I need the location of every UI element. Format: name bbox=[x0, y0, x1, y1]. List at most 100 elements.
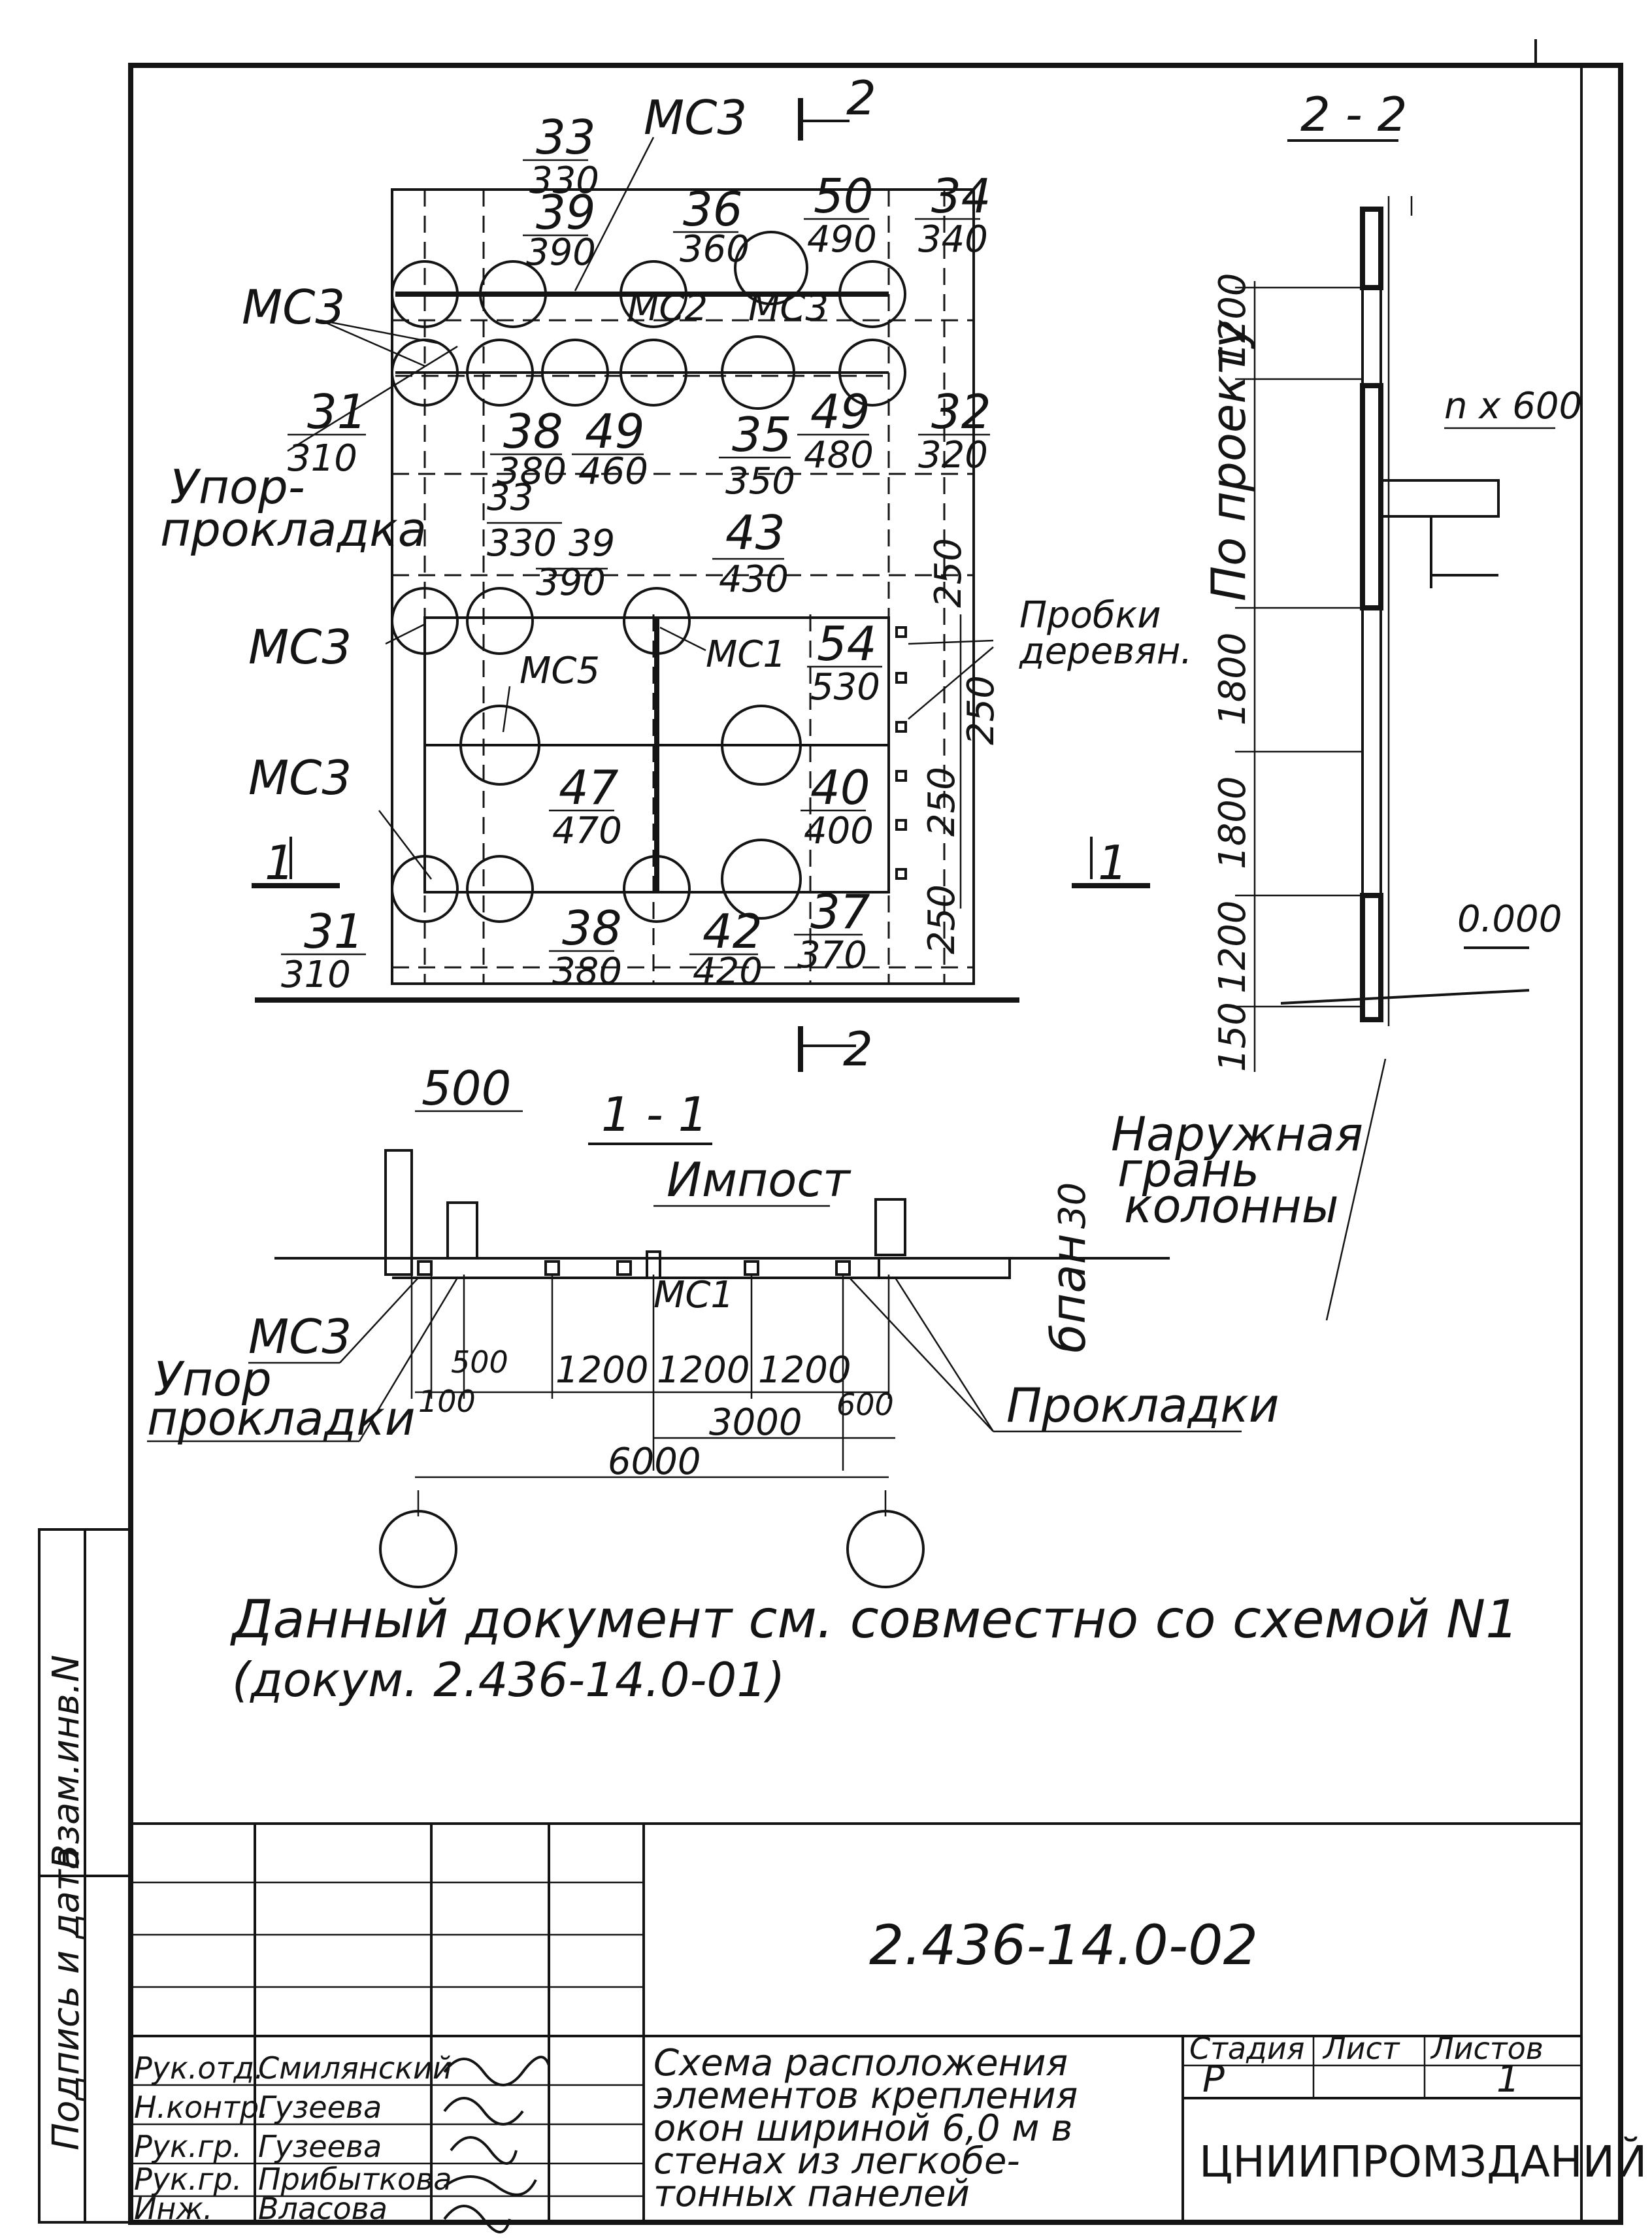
svg-text:38: 38 bbox=[562, 901, 622, 956]
title-line-2: элементов крепления bbox=[653, 2075, 1078, 2117]
outer-face-label: Наружная грань колонны bbox=[1111, 1107, 1363, 1233]
dim-1200-b: 1200 bbox=[657, 1349, 750, 1392]
stamp-replaced: Взам.инв.N bbox=[45, 1655, 88, 1869]
svg-text:330: 330 bbox=[487, 522, 557, 565]
dim-1200-c: 1200 bbox=[758, 1349, 851, 1392]
svg-text:49: 49 bbox=[585, 404, 645, 459]
svg-text:40: 40 bbox=[810, 760, 870, 815]
impost-label: Импост bbox=[667, 1152, 851, 1207]
title-line-4: стенах из легкобе- bbox=[653, 2140, 1020, 2182]
dim-1200-bottom: 1200 bbox=[1212, 900, 1254, 994]
stage-value: Р bbox=[1202, 2058, 1225, 2101]
mc5-label: МС5 bbox=[520, 650, 600, 692]
title-line-3: окон шириной 6,0 м в bbox=[653, 2107, 1072, 2150]
svg-text:430: 430 bbox=[719, 558, 789, 601]
prokladki-label: Прокладки bbox=[1006, 1378, 1280, 1433]
svg-text:420: 420 bbox=[693, 950, 763, 993]
dim-100: 100 bbox=[418, 1384, 476, 1419]
probki-label-1: Пробки bbox=[1019, 594, 1161, 637]
po-proektu-label: По проекту bbox=[1201, 319, 1256, 601]
mc1-section-label: МС1 bbox=[653, 1274, 734, 1316]
svg-text:400: 400 bbox=[804, 810, 874, 852]
svg-text:330: 330 bbox=[529, 159, 599, 202]
signatures bbox=[443, 2056, 550, 2233]
side-stamp: Подпись и дата Взам.инв.N bbox=[38, 1528, 132, 2224]
upor-label-2: прокладка bbox=[160, 502, 427, 557]
svg-text:47: 47 bbox=[559, 760, 619, 815]
title-line-1: Схема расположения bbox=[653, 2042, 1068, 2084]
svg-text:36: 36 bbox=[683, 182, 743, 237]
cut-1-left: 1 bbox=[265, 835, 295, 890]
section-1-1: 1 - 1 500 Импост bbox=[147, 1061, 1280, 1588]
svg-text:390: 390 bbox=[536, 561, 606, 604]
sheets-value: 1 bbox=[1496, 2058, 1520, 2101]
probki-label-2: деревян. bbox=[1019, 630, 1192, 673]
name-3: Гузеева bbox=[258, 2129, 382, 2164]
svg-text:50: 50 bbox=[814, 169, 874, 224]
section-1-1-title: 1 - 1 bbox=[601, 1087, 708, 1142]
svg-text:320: 320 bbox=[918, 434, 988, 476]
mc2-label: МС2 bbox=[627, 287, 708, 329]
mc3-low-label: МС3 bbox=[248, 750, 352, 805]
dim-1200-top: 1200 bbox=[1212, 273, 1254, 366]
mc3-section-label: МС3 bbox=[248, 1309, 352, 1364]
role-3: Рук.гр. bbox=[134, 2129, 242, 2164]
dim-6000: 6000 bbox=[608, 1441, 701, 1483]
svg-text:380: 380 bbox=[552, 950, 622, 993]
section-2-2-title: 2 - 2 bbox=[1300, 87, 1407, 142]
svg-text:32: 32 bbox=[931, 384, 991, 439]
svg-text:39: 39 bbox=[536, 185, 596, 240]
svg-text:31: 31 bbox=[307, 384, 367, 439]
org-name: ЦНИИПРОМЗДАНИЙ bbox=[1199, 2136, 1647, 2187]
title-line-5: тонных панелей bbox=[653, 2173, 970, 2215]
mc3-top-label: МС3 bbox=[644, 90, 747, 145]
dim-3000: 3000 bbox=[709, 1401, 802, 1444]
mc3-mid-label: МС3 bbox=[248, 620, 352, 675]
dim-1200-a: 1200 bbox=[555, 1349, 649, 1392]
svg-text:360: 360 bbox=[680, 228, 750, 271]
section-2-mark-top: 2 bbox=[846, 71, 876, 125]
svg-text:470: 470 bbox=[552, 810, 622, 852]
svg-text:39: 39 bbox=[569, 522, 615, 565]
svg-text:37: 37 bbox=[810, 884, 870, 939]
svg-text:49: 49 bbox=[810, 384, 870, 439]
cut-1-right: 1 bbox=[1098, 835, 1128, 890]
svg-text:460: 460 bbox=[578, 450, 648, 493]
nx600-label: n x 600 bbox=[1444, 385, 1582, 427]
svg-text:380: 380 bbox=[497, 450, 567, 493]
section-2-2: 2 - 2 1200 По проекту 1800 1800 1200 150… bbox=[1201, 87, 1582, 1321]
upor-prokladki-1: Упор bbox=[154, 1352, 272, 1407]
level-0000-label: 0.000 bbox=[1457, 898, 1562, 941]
note-line-1: Данный документ см. совместно со схемой … bbox=[230, 1589, 1519, 1650]
svg-text:колонны: колонны bbox=[1124, 1178, 1339, 1233]
role-2: Н.контр. bbox=[134, 2090, 269, 2125]
name-2: Гузеева bbox=[258, 2090, 382, 2125]
note: Данный документ см. совместно со схемой … bbox=[230, 1589, 1519, 1707]
dim-500-top: 500 bbox=[421, 1061, 511, 1116]
col-sheets-header: Листов bbox=[1430, 2031, 1544, 2066]
svg-text:370: 370 bbox=[797, 934, 867, 977]
svg-text:42: 42 bbox=[702, 904, 763, 959]
dim-250-d: 250 bbox=[921, 884, 963, 954]
name-1: Смилянский bbox=[258, 2050, 452, 2086]
svg-text:Наружная: Наружная bbox=[1111, 1107, 1363, 1161]
svg-text:530: 530 bbox=[810, 666, 880, 709]
mc3-right-label: МС3 bbox=[748, 287, 829, 329]
wood-plugs bbox=[895, 626, 907, 880]
title-block: 2.436-14.0-02 Рук.отд. Н.контр. Рук.гр. … bbox=[129, 1822, 1647, 2233]
col-stage-header: Стадия bbox=[1189, 2031, 1304, 2066]
dim-30: 30 bbox=[1051, 1182, 1094, 1229]
stamp-signature: Подпись и дата bbox=[45, 1847, 88, 2150]
dim-150: 150 bbox=[1212, 1002, 1254, 1072]
dim-1800-a: 1800 bbox=[1212, 632, 1254, 726]
